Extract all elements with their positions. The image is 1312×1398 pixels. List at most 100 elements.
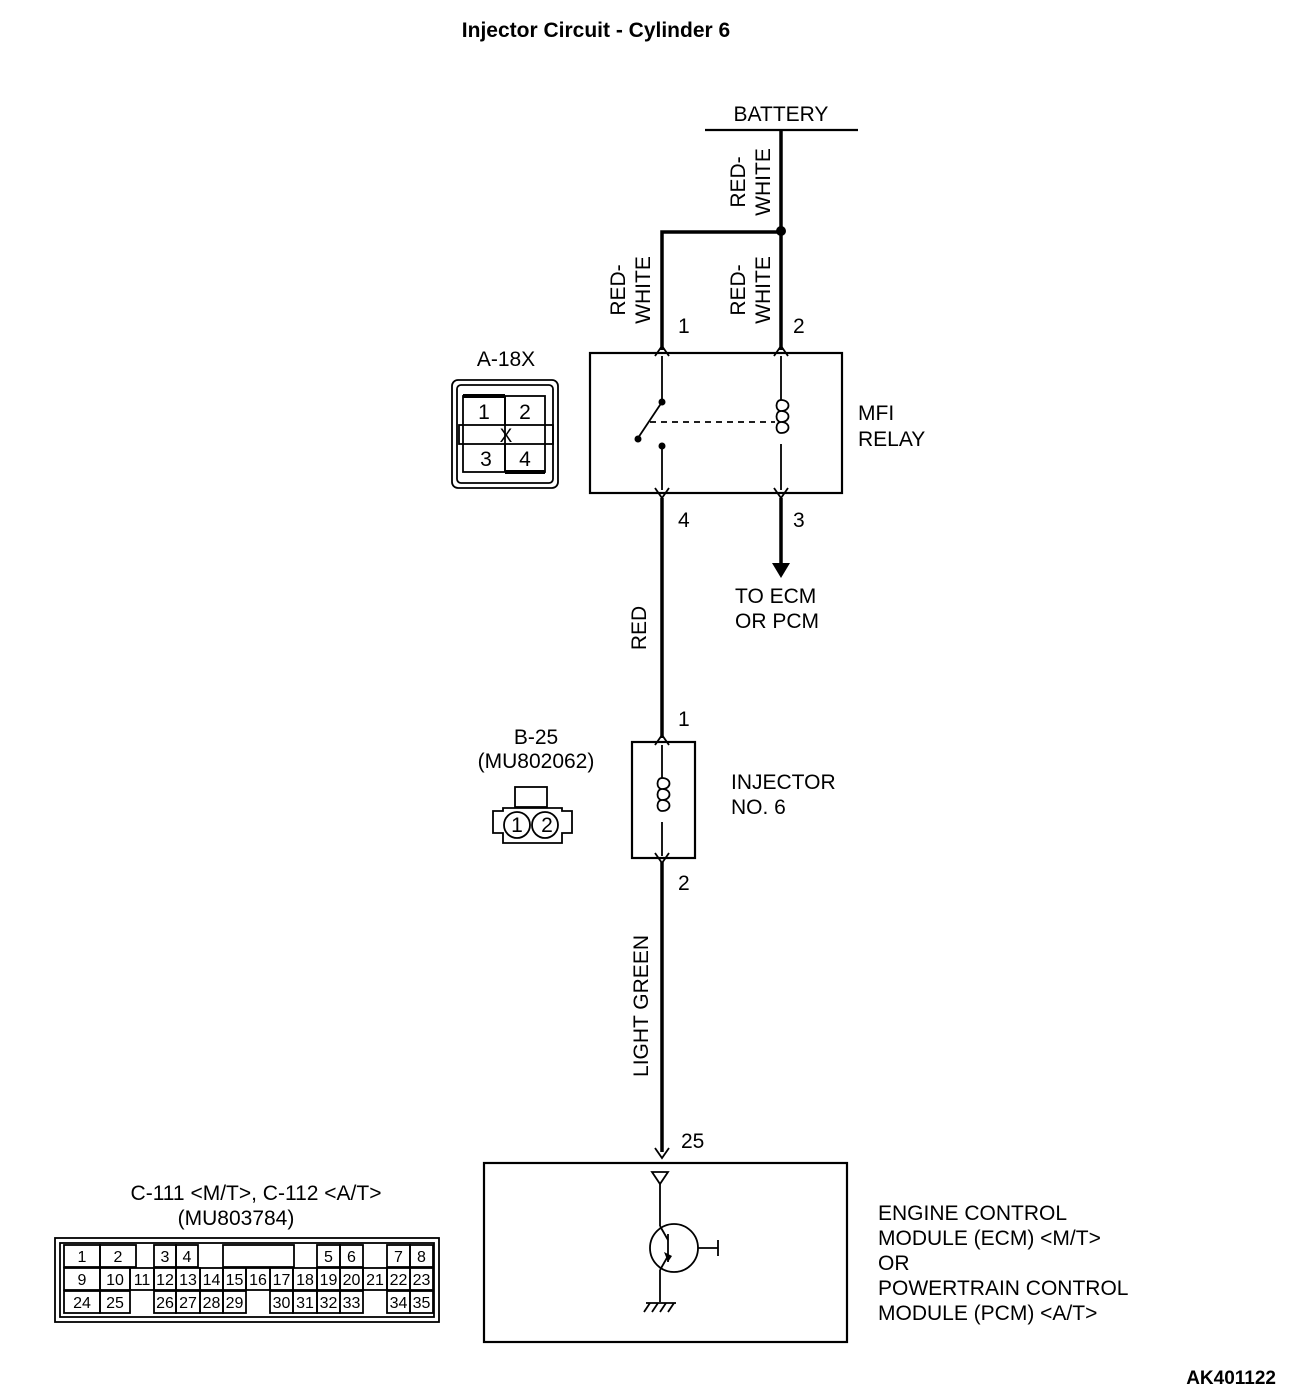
- ecm-pin25-connector: [654, 1147, 670, 1160]
- ecm-connector-cell-label: 22: [390, 1272, 408, 1289]
- relay-pin4-label: 4: [678, 509, 690, 532]
- relay-coil-icon: [775, 399, 790, 434]
- ecm-connector-cell-label: 2: [114, 1249, 123, 1266]
- ecm-connector-cell-label: 19: [320, 1272, 338, 1289]
- ecm-connector-cell-label: 18: [296, 1272, 314, 1289]
- svg-text:RED-: RED-: [607, 264, 630, 315]
- injector-box: [630, 740, 697, 860]
- ecm-connector-cell-label: 32: [320, 1295, 338, 1312]
- relay-label-line2: RELAY: [858, 428, 925, 451]
- injector-connector-outline: [492, 807, 573, 844]
- ecm-label-line3: OR: [878, 1252, 910, 1275]
- relay-connector-cell-3: 3: [480, 448, 492, 471]
- ecm-connector-cell-label: 1: [78, 1249, 87, 1266]
- ecm-connector-cell-label: 13: [179, 1272, 197, 1289]
- ecm-label-line2: MODULE (ECM) <M/T>: [878, 1227, 1101, 1250]
- ecm-connector-cell-label: 29: [226, 1295, 244, 1312]
- ecm-connector-cell-label: 20: [343, 1272, 361, 1289]
- ecm-connector-id: C-111 <M/T>, C-112 <A/T>: [131, 1182, 382, 1205]
- relay-connector-cell-1: 1: [478, 401, 490, 424]
- ecm-connector-cell: [409, 1290, 434, 1314]
- ecm-connector-cell-label: 16: [249, 1272, 267, 1289]
- ecm-connector-cell-label: 15: [226, 1272, 244, 1289]
- to-ecm-arrow-icon: [772, 563, 790, 578]
- ecm-box: [482, 1161, 849, 1344]
- injector-connector-cell-1: 1: [511, 814, 523, 837]
- wire-junction-to-pin1: [660, 230, 781, 350]
- relay-pin1-label: 1: [678, 315, 690, 338]
- injector-pin2-label: 2: [678, 872, 690, 895]
- ecm-connector-cell-label: 33: [343, 1295, 361, 1312]
- ecm-connector-cell: [409, 1244, 434, 1268]
- ecm-connector-cell-label: 28: [203, 1295, 221, 1312]
- ecm-connector-cell-label: 6: [347, 1249, 356, 1266]
- ecm-connector-blank-block: [222, 1244, 295, 1268]
- ecm-connector-outline: [54, 1237, 440, 1323]
- svg-text:RED-: RED-: [727, 156, 750, 207]
- svg-text:WHITE: WHITE: [752, 256, 775, 324]
- wire-label-battery-feed: RED- WHITE: [727, 148, 775, 216]
- ecm-connector-cell: [99, 1244, 137, 1268]
- injector-connector-cell-2: 2: [541, 814, 553, 837]
- diagram-title: Injector Circuit - Cylinder 6: [462, 19, 730, 42]
- relay-label-line1: MFI: [858, 402, 894, 425]
- ecm-transistor-icon: [649, 1223, 699, 1273]
- ecm-connector-cell: [99, 1290, 131, 1314]
- ecm-pin-label: 25: [681, 1130, 704, 1153]
- svg-text:RED: RED: [628, 606, 651, 650]
- relay-pin2-label: 2: [793, 315, 805, 338]
- ecm-connector-cell: [175, 1244, 199, 1268]
- ecm-connector-cell-label: 8: [417, 1249, 426, 1266]
- svg-text:RED-: RED-: [727, 264, 750, 315]
- svg-text:LIGHT GREEN: LIGHT GREEN: [630, 935, 653, 1077]
- ecm-label-line1: ENGINE CONTROL: [878, 1202, 1067, 1225]
- ecm-connector-cell-label: 17: [273, 1272, 291, 1289]
- ecm-connector-cell-label: 7: [394, 1249, 403, 1266]
- ecm-label-line5: MODULE (PCM) <A/T>: [878, 1302, 1097, 1325]
- ecm-label-line4: POWERTRAIN CONTROL: [878, 1277, 1128, 1300]
- svg-text:WHITE: WHITE: [752, 148, 775, 216]
- ecm-connector-cell-label: 11: [134, 1272, 151, 1289]
- relay-pin1-top-connector: [654, 344, 670, 357]
- relay-connector-id: A-18X: [477, 348, 535, 371]
- ecm-input-diode-icon: [650, 1171, 670, 1186]
- ecm-connector-cell-label: 24: [73, 1295, 91, 1312]
- ecm-connector-cell-label: 25: [106, 1295, 124, 1312]
- relay-connector-cell-2: 2: [519, 401, 531, 424]
- to-ecm-line2: OR PCM: [735, 610, 819, 633]
- relay-connector-mark: X: [500, 426, 513, 447]
- figure-code: AK401122: [1186, 1368, 1276, 1389]
- ecm-connector-cell-label: 10: [106, 1272, 124, 1289]
- injector-connector-part-number: (MU802062): [478, 750, 595, 773]
- relay-connector-cell-4: 4: [519, 448, 531, 471]
- wire-label-relay-to-injector: RED: [628, 606, 651, 650]
- ecm-connector-cell-label: 34: [390, 1295, 408, 1312]
- ecm-connector-cell-label: 21: [366, 1272, 384, 1289]
- wire-label-relay-pin1: RED- WHITE: [607, 256, 655, 324]
- svg-text:WHITE: WHITE: [632, 256, 655, 324]
- injector-label-line2: NO. 6: [731, 796, 786, 819]
- relay-pin3-label: 3: [793, 509, 805, 532]
- ecm-connector-cell-label: 14: [203, 1272, 221, 1289]
- relay-switch-arm: [637, 401, 663, 439]
- ecm-connector-cell-label: 23: [413, 1272, 431, 1289]
- injector-pin1-connector: [654, 733, 670, 746]
- ecm-connector-cell-label: 26: [156, 1295, 174, 1312]
- ecm-connector-cell-label: 5: [324, 1249, 333, 1266]
- injector-pin1-label: 1: [678, 708, 690, 731]
- ecm-connector-cell-label: 31: [296, 1295, 314, 1312]
- ecm-connector-part-number: (MU803784): [178, 1207, 295, 1230]
- ecm-connector-cell: [339, 1290, 364, 1314]
- relay-pin2-top-connector: [773, 344, 789, 357]
- injector-label-line1: INJECTOR: [731, 771, 836, 794]
- injector-coil-icon: [656, 777, 671, 812]
- ecm-connector-cell-label: 35: [413, 1295, 431, 1312]
- mfi-relay-box: [588, 351, 844, 495]
- ecm-connector-cell-label: 4: [183, 1249, 192, 1266]
- ecm-connector-cell-label: 30: [273, 1295, 291, 1312]
- injector-connector-id: B-25: [514, 726, 558, 749]
- ecm-connector-cell-label: 27: [179, 1295, 197, 1312]
- ecm-connector-cell-label: 12: [156, 1272, 174, 1289]
